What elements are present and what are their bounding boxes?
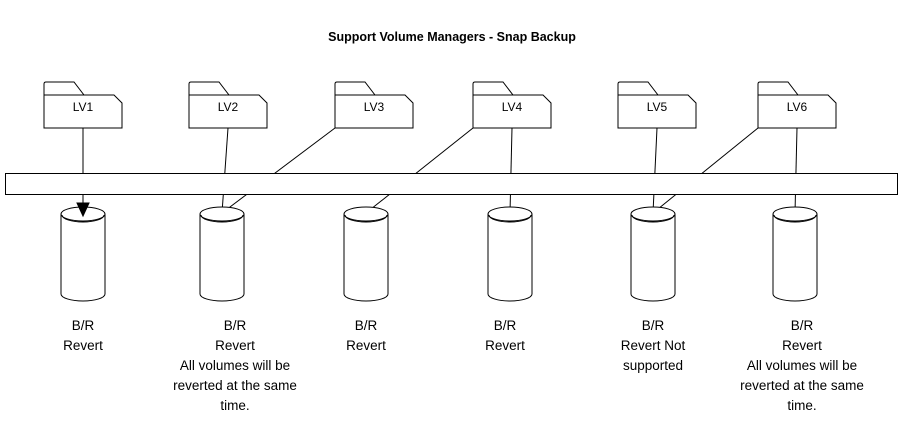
caption-lv3: B/R Revert xyxy=(346,318,386,353)
caption-lv5: B/R Revert Not supported xyxy=(621,318,686,373)
caption-line: B/R xyxy=(642,318,665,333)
caption-line: Revert xyxy=(215,338,255,353)
caption-line: B/R xyxy=(355,318,378,333)
cylinder-top xyxy=(343,206,389,222)
cylinder-top xyxy=(772,206,818,222)
folder-shape xyxy=(472,81,552,129)
caption-line: Revert Not xyxy=(621,338,686,353)
caption-line: All volumes will be xyxy=(747,358,857,373)
caption-line: Revert xyxy=(485,338,525,353)
folder-nodes: LV1 LV2 LV3 LV4 LV5 LV6 xyxy=(43,81,837,129)
caption-line: reverted at the same xyxy=(173,378,297,393)
folder-label-lv6: LV6 xyxy=(787,100,808,114)
arrow-head-disk1 xyxy=(76,202,90,218)
cylinder-rim xyxy=(200,214,244,223)
cylinder-top xyxy=(630,206,676,222)
caption-lv1: B/R Revert xyxy=(63,318,103,353)
caption-line: B/R xyxy=(72,318,95,333)
caption-line: supported xyxy=(623,358,683,373)
connector-lv3-to-disk2 xyxy=(221,127,336,214)
cylinder-nodes xyxy=(60,206,818,302)
storage-cylinder-1 xyxy=(60,206,106,302)
cylinder-rim xyxy=(488,214,532,223)
cylinder-rim xyxy=(631,214,675,223)
cylinder-body xyxy=(630,213,676,302)
cylinder-top xyxy=(199,206,245,222)
cylinder-body xyxy=(60,213,106,302)
connector-lv4-to-disk3 xyxy=(365,127,474,214)
cylinder-top xyxy=(487,206,533,222)
caption-line: reverted at the same xyxy=(740,378,864,393)
connector-lv6-to-disk6 xyxy=(794,127,798,214)
folder-lv4: LV4 xyxy=(472,81,552,129)
caption-line: Revert xyxy=(63,338,103,353)
storage-cylinder-3 xyxy=(343,206,389,302)
folder-label-lv3: LV3 xyxy=(364,100,385,114)
caption-line: Revert xyxy=(346,338,386,353)
page-title: Support Volume Managers - Snap Backup xyxy=(328,30,576,44)
folder-shape xyxy=(188,81,268,129)
folder-lv5: LV5 xyxy=(617,81,697,129)
arrow-heads xyxy=(76,202,90,218)
caption-line: time. xyxy=(220,398,249,413)
cylinder-rim xyxy=(344,214,388,223)
folder-lv2: LV2 xyxy=(188,81,268,129)
folder-shape xyxy=(334,81,414,129)
connector-lv4-to-disk4 xyxy=(509,127,513,214)
folder-label-lv2: LV2 xyxy=(218,100,239,114)
folder-label-lv1: LV1 xyxy=(73,100,94,114)
folder-lv3: LV3 xyxy=(334,81,414,129)
caption-line: Revert xyxy=(782,338,822,353)
folder-label-lv5: LV5 xyxy=(647,100,668,114)
caption-line: B/R xyxy=(494,318,517,333)
cylinder-body xyxy=(487,213,533,302)
cylinder-rim xyxy=(61,214,105,223)
caption-line: time. xyxy=(787,398,816,413)
caption-line: B/R xyxy=(224,318,247,333)
cylinder-body xyxy=(343,213,389,302)
storage-cylinder-5 xyxy=(630,206,676,302)
cylinder-rim xyxy=(773,214,817,223)
connector-lines xyxy=(82,127,798,214)
folder-shape xyxy=(617,81,697,129)
caption-lv4: B/R Revert xyxy=(485,318,525,353)
connector-lv5-to-disk5 xyxy=(652,127,658,214)
cylinder-body xyxy=(199,213,245,302)
folder-lv6: LV6 xyxy=(757,81,837,129)
folder-label-lv4: LV4 xyxy=(502,100,523,114)
caption-line: All volumes will be xyxy=(180,358,290,373)
storage-cylinder-2 xyxy=(199,206,245,302)
volume-manager-bar xyxy=(5,173,898,195)
caption-line: B/R xyxy=(791,318,814,333)
cylinder-body xyxy=(772,213,818,302)
folder-shape xyxy=(43,81,123,129)
connector-lv2-to-disk2 xyxy=(221,127,229,214)
folder-shape xyxy=(757,81,837,129)
folder-lv1: LV1 xyxy=(43,81,123,129)
storage-cylinder-6 xyxy=(772,206,818,302)
connector-lv6-to-disk5 xyxy=(652,127,759,214)
storage-cylinder-4 xyxy=(487,206,533,302)
